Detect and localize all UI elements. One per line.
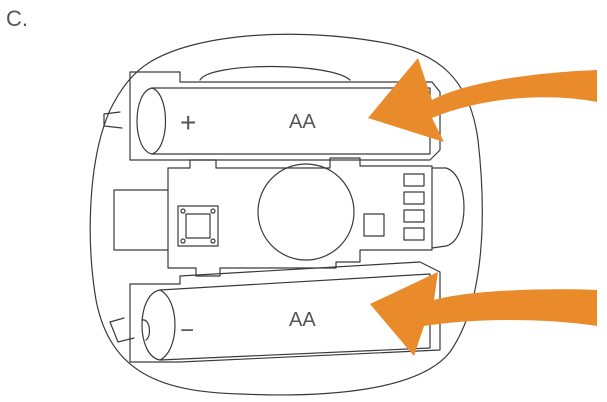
bottom-compartment xyxy=(129,261,441,363)
board-left-tab xyxy=(113,189,169,251)
coin-component xyxy=(257,163,355,261)
device-housing xyxy=(89,33,483,396)
step-label: C. xyxy=(6,6,28,31)
battery-top-polarity: + xyxy=(180,107,196,138)
small-chip xyxy=(363,213,385,237)
circuit-board xyxy=(167,157,433,277)
battery-top: + AA xyxy=(136,87,431,155)
push-button-icon xyxy=(177,205,219,247)
battery-bottom: − AA xyxy=(141,273,431,361)
battery-bottom-polarity: − xyxy=(180,317,194,344)
connector-slot-2 xyxy=(403,191,425,205)
connector-slot-4 xyxy=(403,227,425,241)
connector-slot-3 xyxy=(403,209,425,223)
top-compartment xyxy=(129,71,441,161)
left-clip-bottom xyxy=(109,317,135,343)
top-cover xyxy=(199,65,351,81)
board-right-connector xyxy=(431,167,465,249)
curved-arrow-left-icon xyxy=(368,58,597,142)
battery-bottom-label: AA xyxy=(289,309,316,331)
connector-slot-1 xyxy=(403,173,425,187)
battery-top-label: AA xyxy=(289,111,316,133)
left-clip-top xyxy=(103,111,123,129)
curved-arrow-left-icon xyxy=(370,272,597,356)
